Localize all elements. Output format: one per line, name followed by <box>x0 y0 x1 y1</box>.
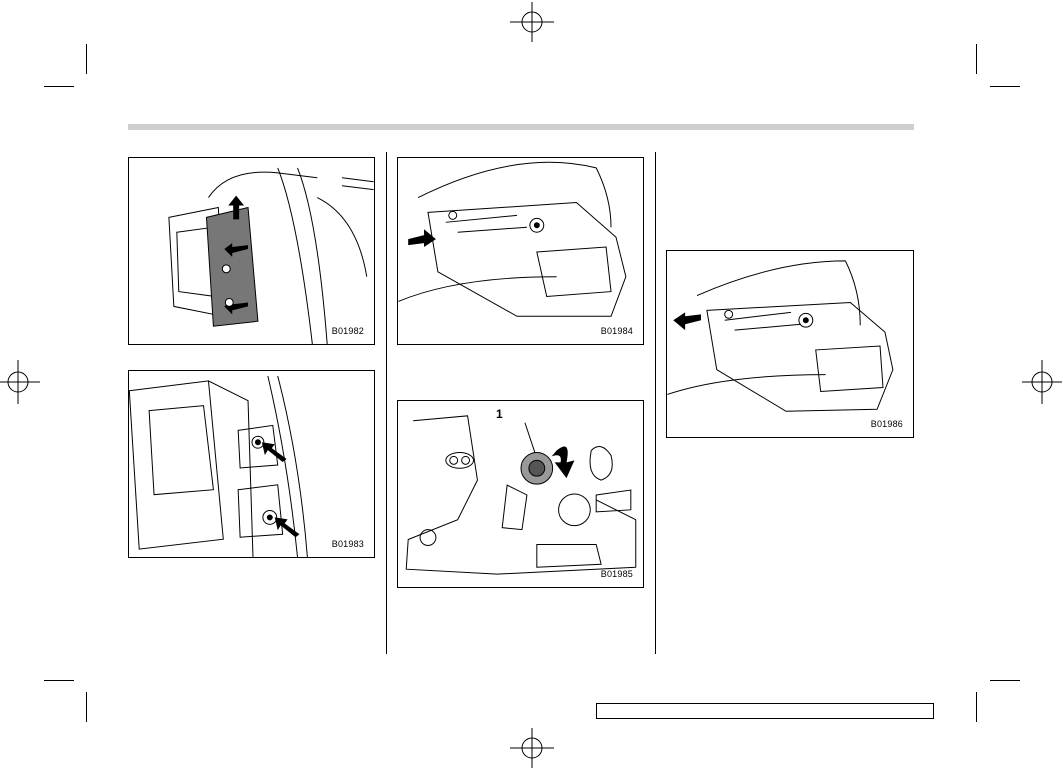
figure-tail-light-install: B01986 <box>666 250 914 438</box>
figure-tail-light-removal: B01984 <box>397 157 644 345</box>
header-rule <box>128 124 914 130</box>
registration-mark-top <box>510 2 554 42</box>
registration-mark-right <box>1022 360 1062 404</box>
crop-mark <box>990 86 1020 87</box>
arrow-up-icon <box>228 195 245 220</box>
crop-mark <box>86 44 87 74</box>
figure-tail-light-cover: B01982 <box>128 157 375 345</box>
tail-light-install-illustration <box>667 260 894 412</box>
tail-light-bolts-illustration <box>129 375 308 557</box>
arrow-left-icon <box>673 312 701 331</box>
callout-number: 1 <box>496 407 503 421</box>
figure-code: B01984 <box>600 326 633 336</box>
crop-mark <box>990 680 1020 681</box>
crop-mark <box>976 44 977 74</box>
arrow-pointer-icon <box>274 517 300 538</box>
column-divider <box>386 152 387 654</box>
column-divider <box>655 152 656 654</box>
figure-tail-light-bolts: B01983 <box>128 370 375 558</box>
figure-code: B01982 <box>331 326 364 336</box>
crop-mark <box>976 692 977 722</box>
registration-mark-left <box>0 360 40 404</box>
tail-light-cover-illustration <box>168 167 374 344</box>
arrow-right-icon <box>408 229 436 248</box>
figure-code: B01986 <box>870 419 903 429</box>
figure-code: B01985 <box>600 569 633 579</box>
arrow-left-icon <box>224 243 249 257</box>
figure-bulb-socket: 1 B01985 <box>397 400 644 588</box>
registration-mark-bottom <box>510 728 554 768</box>
bulb-socket-illustration <box>405 415 637 575</box>
figure-code: B01983 <box>331 539 364 549</box>
rotate-arrow-icon <box>551 446 575 479</box>
crop-mark <box>86 692 87 722</box>
arrow-pointer-icon <box>261 442 287 463</box>
crop-mark <box>44 680 74 681</box>
tail-light-removal-illustration <box>398 161 627 317</box>
crop-mark <box>44 86 74 87</box>
footer-page-box <box>596 703 934 719</box>
